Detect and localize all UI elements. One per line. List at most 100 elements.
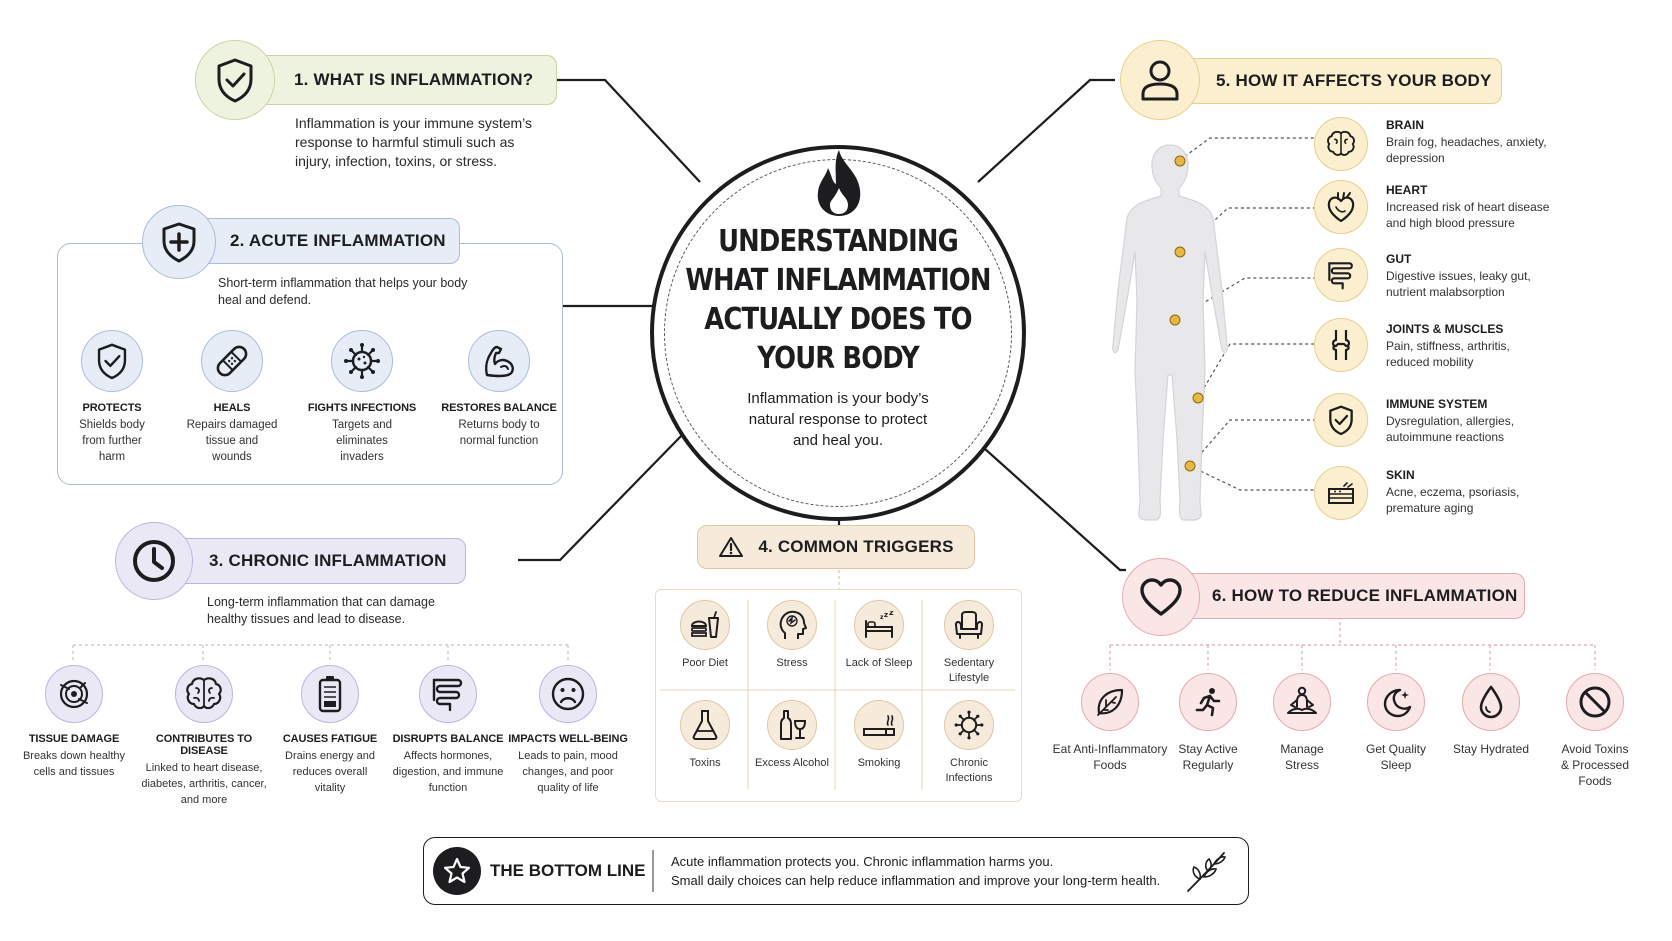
section2-description: Short-term inflammation that helps your … (218, 275, 467, 309)
organ-desc-line: Pain, stiffness, arthritis, (1386, 339, 1510, 353)
section4-title: 4. COMMON TRIGGERS (758, 537, 954, 556)
chronic-item-desc-line: diabetes, arthritis, cancer, (141, 778, 267, 790)
section2-icon-circle (142, 205, 216, 279)
shield-check-icon (97, 343, 127, 380)
acute-item-desc-line: Returns body to (458, 419, 540, 431)
acute-item-title: HEALS (213, 402, 251, 414)
chronic-item-desc-line: and more (180, 794, 228, 806)
organ-title: HEART (1386, 183, 1428, 197)
chronic-item-desc-line: Linked to heart disease, (145, 762, 263, 774)
intestine-icon (432, 678, 463, 712)
acute-item-desc-line: wounds (212, 451, 252, 463)
trigger-label-line: Sedentary (943, 657, 995, 669)
organ-title: IMMUNE SYSTEM (1386, 397, 1488, 411)
reduce-label-line: Stay Hydrated (1452, 742, 1530, 756)
chronic-item-desc-line: cells and tissues (33, 766, 115, 778)
trigger-label-line: Smoking (857, 757, 901, 769)
reduce-label-line: Stay Active (1178, 742, 1238, 756)
svg-text:z: z (880, 614, 884, 621)
trigger-toxins: Toxins (662, 700, 748, 771)
organ-brain: BRAIN Brain fog, headaches, anxiety, dep… (1314, 112, 1584, 172)
organ-heart: HEART Increased risk of heart disease an… (1314, 180, 1594, 240)
section3-desc-line: Long-term inflammation that can damage (207, 595, 435, 609)
section3-header: 3. CHRONIC INFLAMMATION (152, 538, 466, 584)
reduce-label-line: Regularly (1182, 758, 1234, 772)
section2-desc-line: heal and defend. (218, 293, 312, 307)
section5-header: 5. HOW IT AFFECTS YOUR BODY (1150, 58, 1502, 104)
no-sign-icon (1579, 686, 1611, 718)
center-subtitle-line: Inflammation is your body’s (747, 390, 929, 407)
clock-icon (133, 540, 175, 582)
section1-description: Inflammation is your immune system’s res… (295, 114, 532, 171)
trigger-label-line: Lack of Sleep (845, 657, 913, 669)
section6-title: 6. HOW TO REDUCE INFLAMMATION (1212, 586, 1518, 605)
bottom-divider (652, 850, 654, 892)
body-silhouette (1112, 144, 1228, 521)
acute-item-desc-line: normal function (459, 435, 539, 447)
reduce-label-line: Eat Anti-Inflammatory (1052, 742, 1168, 756)
tissue-damage-icon (59, 679, 89, 709)
section3-desc-line: healthy tissues and lead to disease. (207, 612, 406, 626)
running-icon (1195, 688, 1221, 717)
chronic-item-desc-line: quality of life (537, 782, 599, 794)
section6-icon-circle (1122, 558, 1200, 636)
organ-desc-line: nutrient malabsorption (1386, 285, 1505, 299)
gut-icon (1328, 262, 1353, 290)
acute-item-desc-line: Targets and (331, 419, 393, 431)
bottom-line-text: Acute inflammation protects you. Chronic… (671, 852, 1160, 890)
shield-check-icon (217, 58, 253, 103)
warning-icon (719, 537, 744, 557)
leaf-icon (1097, 688, 1124, 716)
acute-item-desc-line: from further (82, 435, 142, 447)
section3-icon-circle (115, 522, 193, 600)
section1-desc-line: injury, infection, toxins, or stress. (295, 153, 498, 169)
organ-title: SKIN (1386, 468, 1415, 482)
trigger-lack-of-sleep: z z z Lack of Sleep (836, 600, 922, 671)
brain-icon (186, 677, 222, 710)
reduce-manage-stress: Manage Stress (1254, 673, 1350, 773)
center-title-line: ACTUALLY DOES TO (704, 302, 972, 337)
center-subtitle-line: and heal you. (792, 432, 884, 449)
heart-organ-icon (1327, 192, 1355, 223)
chronic-item-title: CONTRIBUTES TO DISEASE (155, 733, 253, 757)
organ-skin: SKIN Acne, eczema, psoriasis, premature … (1314, 466, 1584, 526)
muscle-arm-icon (485, 345, 514, 378)
trigger-label-line: Excess Alcohol (755, 757, 829, 769)
section1-header: 1. WHAT IS INFLAMMATION? (225, 55, 557, 105)
shield-plus-icon (162, 222, 196, 263)
section1-icon-circle (195, 40, 275, 120)
svg-text:z: z (884, 611, 888, 619)
section3-title: 3. CHRONIC INFLAMMATION (209, 551, 447, 570)
acute-item-desc-line: Shields body (79, 419, 145, 431)
sprout-icon (1187, 852, 1227, 892)
organ-desc-line: reduced mobility (1386, 355, 1474, 369)
acute-item-desc-line: Repairs damaged (186, 419, 278, 431)
chronic-item-desc-line: reduces overall (292, 766, 368, 778)
section1-title: 1. WHAT IS INFLAMMATION? (294, 70, 534, 89)
section2-header: 2. ACUTE INFLAMMATION (175, 218, 460, 264)
organ-title: JOINTS & MUSCLES (1386, 322, 1504, 336)
acute-item-title: FIGHTS INFECTIONS (307, 402, 417, 414)
shield-check-icon (1329, 405, 1353, 436)
cigarette-icon (863, 715, 895, 736)
section4-header: 4. COMMON TRIGGERS (697, 525, 975, 569)
trigger-label-line: Chronic (950, 757, 988, 769)
acute-item-protects: PROTECTS Shields body from further harm (52, 330, 172, 465)
organ-gut: GUT Digestive issues, leaky gut, nutrien… (1314, 248, 1584, 308)
trigger-label-line: Stress (776, 657, 808, 669)
acute-item-desc-line: eliminates (336, 435, 388, 447)
chronic-item-desc-line: Leads to pain, mood (518, 750, 618, 762)
section1-desc-line: response to harmful stimuli such as (295, 134, 515, 150)
brain-icon (1327, 130, 1355, 156)
chronic-item-desc-line: Breaks down healthy (22, 750, 126, 762)
organ-desc-line: Acne, eczema, psoriasis, (1386, 485, 1520, 499)
flame-icon (817, 150, 861, 216)
center-title-line: UNDERSTANDING (718, 224, 959, 259)
trigger-sedentary-lifestyle: Sedentary Lifestyle (924, 600, 1014, 686)
reduce-label-line: Stress (1284, 758, 1319, 772)
trigger-label-line: Poor Diet (682, 657, 728, 669)
trigger-chronic-infections: Chronic Infections (924, 700, 1014, 786)
organ-desc-line: Increased risk of heart disease (1386, 200, 1550, 214)
chronic-item-title: CAUSES FATIGUE (282, 733, 378, 745)
